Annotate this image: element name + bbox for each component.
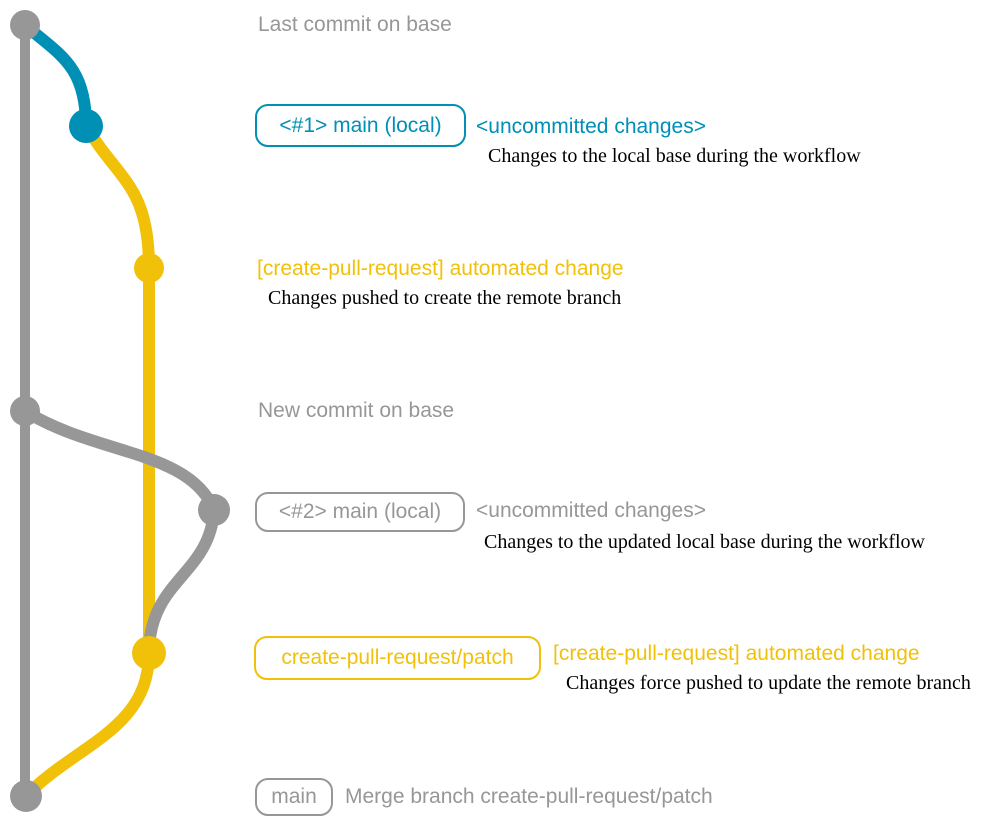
description-patch-2: Changes force pushed to update the remot…	[566, 672, 971, 694]
description-main-local-2: Changes to the updated local base during…	[484, 531, 925, 553]
branch-badge-main-local-1-label: <#1> main (local)	[279, 113, 442, 137]
branch-line-main-local-2	[19, 405, 220, 516]
description-patch-1: Changes pushed to create the remote bran…	[268, 287, 622, 309]
commit-message-new-base: New commit on base	[258, 399, 455, 422]
uncommitted-changes-note-2: <uncommitted changes>	[476, 499, 706, 522]
commit-dot-patch-2	[132, 636, 166, 670]
commit-message-patch-2: [create-pull-request] automated change	[553, 642, 920, 665]
commit-message-merge: Merge branch create-pull-request/patch	[345, 785, 713, 808]
commit-message-patch-1: [create-pull-request] automated change	[257, 257, 624, 280]
branch-line-patch-merge	[20, 647, 155, 802]
commit-dot-patch-1	[134, 253, 164, 283]
branch-line-main-local-1	[19, 19, 92, 132]
branch-line-patch-start	[80, 120, 155, 274]
branch-badge-patch: create-pull-request/patch	[254, 636, 541, 680]
branch-badge-main-merge-label: main	[271, 785, 317, 808]
commit-dot-main-local-1	[69, 109, 103, 143]
branch-badge-patch-label: create-pull-request/patch	[281, 646, 514, 669]
branch-line-rebase-to-patch	[143, 504, 220, 659]
branch-badge-main-local-2-label: <#2> main (local)	[278, 500, 442, 523]
uncommitted-changes-note-1: <uncommitted changes>	[476, 115, 706, 138]
branch-badge-main-merge: main	[255, 778, 333, 816]
commit-message-last-base: Last commit on base	[258, 13, 452, 36]
commit-dot-merge	[10, 780, 42, 812]
branch-badge-main-local-2: <#2> main (local)	[255, 492, 465, 532]
commit-dot-main-local-2	[198, 494, 230, 526]
branch-badge-main-local-1: <#1> main (local)	[255, 104, 466, 147]
commit-dot-new-base	[10, 396, 40, 426]
description-main-local-1: Changes to the local base during the wor…	[488, 145, 861, 167]
commit-dot-last-base	[10, 10, 40, 40]
